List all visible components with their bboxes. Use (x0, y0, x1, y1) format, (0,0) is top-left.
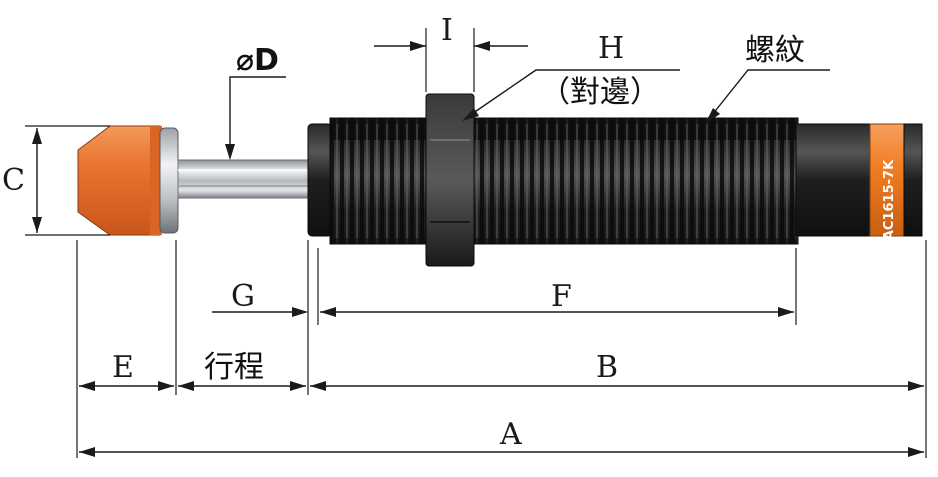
shock-absorber-illustration: AC1615-7K (77, 93, 923, 267)
piston-rod (177, 159, 309, 199)
dimension-b-label: B (596, 350, 618, 385)
rear-body (795, 123, 871, 237)
dimension-a: A (79, 417, 924, 457)
dimension-d: ⌀D (225, 43, 286, 160)
dimension-h: H （對邊） (462, 31, 680, 121)
dimension-i-label: I (441, 13, 453, 48)
extension-lines (25, 28, 927, 458)
model-band: AC1615-7K (869, 123, 905, 240)
end-cap (903, 123, 923, 237)
piston-collar (159, 127, 179, 234)
dimension-stroke: 行程 (178, 350, 306, 391)
orange-cap (77, 125, 162, 236)
dimension-f-label: F (551, 279, 572, 314)
dimension-d-label: ⌀D (236, 43, 279, 78)
dimension-a-label: A (499, 417, 522, 452)
dimension-g-label: G (231, 279, 255, 314)
threaded-body (329, 117, 799, 245)
hex-nut (425, 93, 475, 267)
dimension-g: G (212, 279, 308, 317)
body-shoulder (307, 123, 333, 237)
dimension-e-label: E (112, 350, 134, 385)
dimension-h-label: H (598, 31, 624, 66)
dimension-h-note: （對邊） (540, 75, 660, 110)
dimension-f: F (320, 279, 794, 317)
dimension-i: I (374, 13, 528, 51)
thread-label: 螺紋 (745, 33, 805, 68)
model-number-label: AC1615-7K (882, 159, 897, 240)
dimension-b: B (310, 350, 924, 391)
dimension-e: E (79, 350, 174, 391)
stroke-label: 行程 (204, 350, 264, 385)
thread-callout: 螺紋 (705, 33, 830, 124)
dimension-c: C (2, 128, 42, 233)
dimension-c-label: C (2, 163, 25, 198)
